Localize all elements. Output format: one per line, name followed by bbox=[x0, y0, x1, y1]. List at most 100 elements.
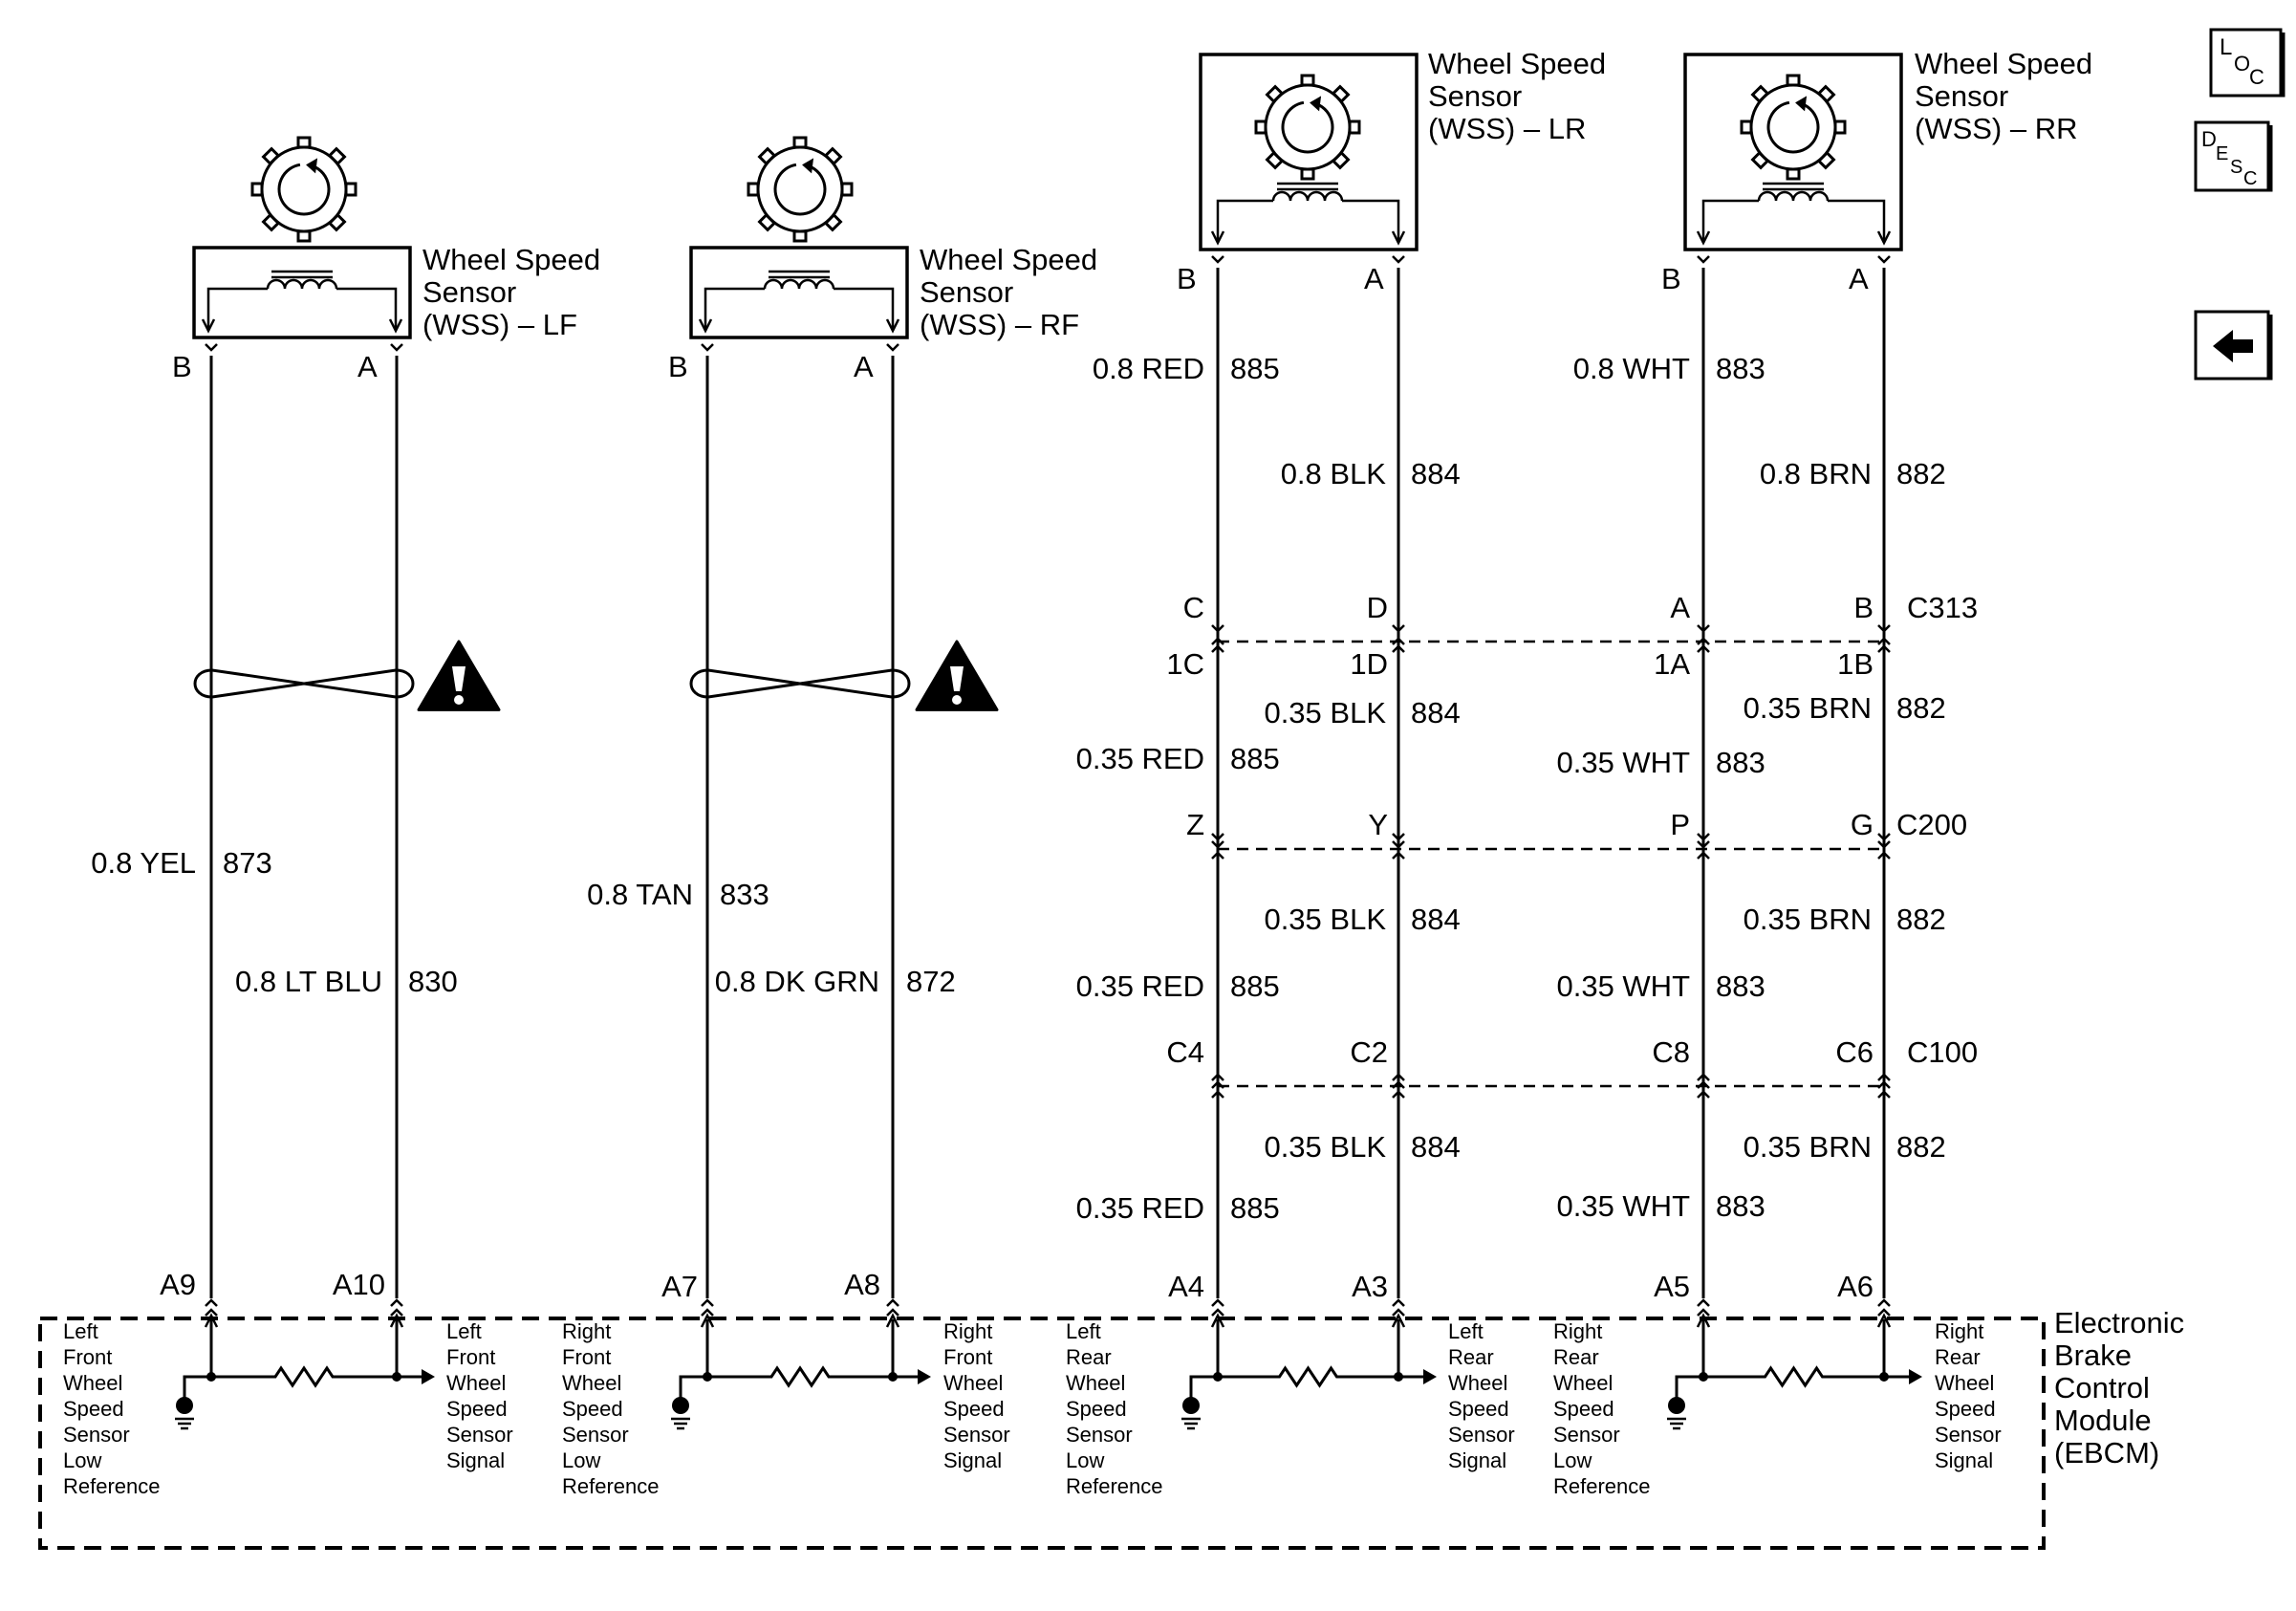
connector-pin: C2 bbox=[1350, 1035, 1388, 1069]
tone-wheel-tooth bbox=[1300, 74, 1315, 87]
connector-pin: G bbox=[1851, 808, 1874, 841]
tone-wheel-tooth bbox=[1740, 120, 1753, 135]
ebcm-signal-label: Front bbox=[943, 1345, 992, 1369]
tone-wheel-tooth bbox=[1750, 84, 1770, 104]
tone-wheel-tooth bbox=[840, 182, 854, 197]
tone-wheel-tooth bbox=[757, 212, 777, 232]
wire-color-lr-a: 0.35 BLK bbox=[1264, 903, 1386, 936]
ebcm-signal-label: Signal bbox=[446, 1448, 505, 1472]
signal-arrow-icon bbox=[1423, 1369, 1437, 1384]
coil-lead bbox=[1342, 199, 1400, 241]
pin-chevron bbox=[1877, 851, 1891, 860]
lead-arrow bbox=[1876, 230, 1892, 246]
pin-chevron bbox=[205, 343, 218, 352]
coil-winding bbox=[1271, 190, 1344, 202]
sensor-name-line1: Wheel Speed bbox=[920, 243, 1097, 276]
coil-winding bbox=[266, 278, 338, 290]
pin-chevron bbox=[390, 1298, 403, 1307]
lead-arrow bbox=[1391, 230, 1406, 246]
connector-pin: B bbox=[1853, 591, 1874, 624]
pin-chevron bbox=[1697, 833, 1710, 841]
ebcm-name-line: Brake bbox=[2054, 1339, 2132, 1372]
wire-color-lr-b: 0.35 RED bbox=[1076, 969, 1204, 1003]
ground-dot bbox=[1668, 1397, 1685, 1414]
twisted-pair-loop bbox=[689, 668, 911, 699]
ebcm-pin: A8 bbox=[844, 1268, 880, 1301]
rotation-arrowhead bbox=[802, 158, 814, 174]
connector-name: C100 bbox=[1907, 1035, 1978, 1069]
desc-letter-d: D bbox=[2201, 127, 2217, 151]
ebcm-low-reference-label: Front bbox=[562, 1345, 611, 1369]
ebcm-signal-label: Speed bbox=[446, 1397, 508, 1421]
connector-pin: C8 bbox=[1652, 1035, 1690, 1069]
connector-pin: Z bbox=[1186, 808, 1204, 841]
ebcm-name-line: Control bbox=[2054, 1371, 2150, 1404]
warning-triangle-icon[interactable] bbox=[417, 640, 501, 711]
ebcm-low-reference-label: Right bbox=[1553, 1319, 1602, 1343]
loc-letter-l: L bbox=[2220, 34, 2232, 60]
resistor-icon bbox=[1218, 1365, 1423, 1388]
tone-wheel-icon bbox=[1740, 74, 1847, 181]
ground-icon bbox=[671, 1397, 690, 1430]
desc-letter-e: E bbox=[2216, 143, 2228, 164]
pin-chevron bbox=[886, 343, 899, 352]
ebcm-name-line: Electronic bbox=[2054, 1306, 2184, 1339]
pin-chevron bbox=[1211, 1090, 1224, 1099]
warning-triangle-icon[interactable] bbox=[915, 640, 999, 711]
tone-wheel-tooth bbox=[823, 146, 843, 166]
ebcm-pin: A4 bbox=[1168, 1270, 1204, 1303]
left-arrow-icon bbox=[2213, 330, 2253, 362]
ground-lead bbox=[1675, 1319, 1705, 1404]
ground-lead bbox=[679, 1319, 709, 1404]
ebcm-signal-label: Speed bbox=[1448, 1397, 1509, 1421]
pin-chevron bbox=[1697, 1073, 1710, 1081]
ebcm-signal-label: Front bbox=[446, 1345, 495, 1369]
description-button[interactable]: D E S C bbox=[2194, 120, 2273, 192]
junction-dot bbox=[1699, 1372, 1708, 1382]
pin-label-a: A bbox=[357, 350, 378, 383]
coil-lead bbox=[206, 287, 268, 329]
pin-chevron bbox=[1697, 255, 1710, 264]
circuit-number-lr-b: 885 bbox=[1230, 1191, 1280, 1225]
ground-dot bbox=[1182, 1397, 1200, 1414]
desc-letter-s: S bbox=[2230, 157, 2242, 178]
pin-chevron bbox=[1877, 637, 1891, 645]
sensor-wss-rf: Wheel Speed Sensor (WSS) – RF bbox=[689, 136, 1097, 341]
pin-chevron bbox=[390, 343, 403, 352]
ebcm-signal-label: Right bbox=[943, 1319, 992, 1343]
ebcm-pin: A3 bbox=[1352, 1270, 1388, 1303]
resistor-zigzag bbox=[211, 1365, 422, 1388]
ebcm-low-reference-label: Wheel bbox=[63, 1371, 122, 1395]
sensor-name-line2: Sensor bbox=[920, 275, 1013, 309]
ebcm-low-reference-label: Reference bbox=[63, 1474, 161, 1498]
lead-arrow bbox=[698, 318, 713, 334]
connector-c313[interactable]: C D A B C313 1C 1D 1A 1B bbox=[1166, 591, 1978, 681]
ebcm-signal-label: Sensor bbox=[943, 1423, 1010, 1447]
sensor-name-line1: Wheel Speed bbox=[422, 243, 600, 276]
location-button[interactable]: L O C bbox=[2209, 28, 2285, 98]
circuit-number-lr-a: 884 bbox=[1411, 1130, 1461, 1164]
coil-winding bbox=[763, 278, 835, 290]
ebcm-signal-label: Speed bbox=[1935, 1397, 1996, 1421]
resistor-icon bbox=[211, 1365, 422, 1388]
ebcm-module[interactable]: A9 A10 A7 A8 A4 A3 A5 A6 Electronic Brak… bbox=[38, 1268, 2184, 1550]
connector-c200[interactable]: Z Y P G C200 bbox=[1186, 808, 1967, 851]
ebcm-signal-label: Wheel bbox=[943, 1371, 1003, 1395]
connector-c100[interactable]: C4 C2 C8 C6 C100 bbox=[1166, 1035, 1978, 1088]
circuit-number-rf-b: 833 bbox=[720, 878, 769, 911]
tone-wheel-tooth bbox=[1254, 120, 1267, 135]
coil-lead bbox=[1828, 199, 1886, 241]
ebcm-signal-label: Wheel bbox=[1448, 1371, 1507, 1395]
resistor-zigzag bbox=[1218, 1365, 1423, 1388]
junction-dot bbox=[1213, 1372, 1223, 1382]
pin-chevron bbox=[886, 1308, 899, 1317]
ebcm-pin: A6 bbox=[1837, 1270, 1874, 1303]
tone-wheel-tooth bbox=[1348, 120, 1361, 135]
sensor-housing bbox=[689, 246, 909, 339]
tone-wheel-tooth bbox=[757, 146, 777, 166]
signal-arrow-icon bbox=[1909, 1369, 1922, 1384]
pin-chevron bbox=[1877, 644, 1891, 653]
rotation-arrow bbox=[1766, 100, 1820, 154]
back-button[interactable] bbox=[2194, 310, 2273, 381]
